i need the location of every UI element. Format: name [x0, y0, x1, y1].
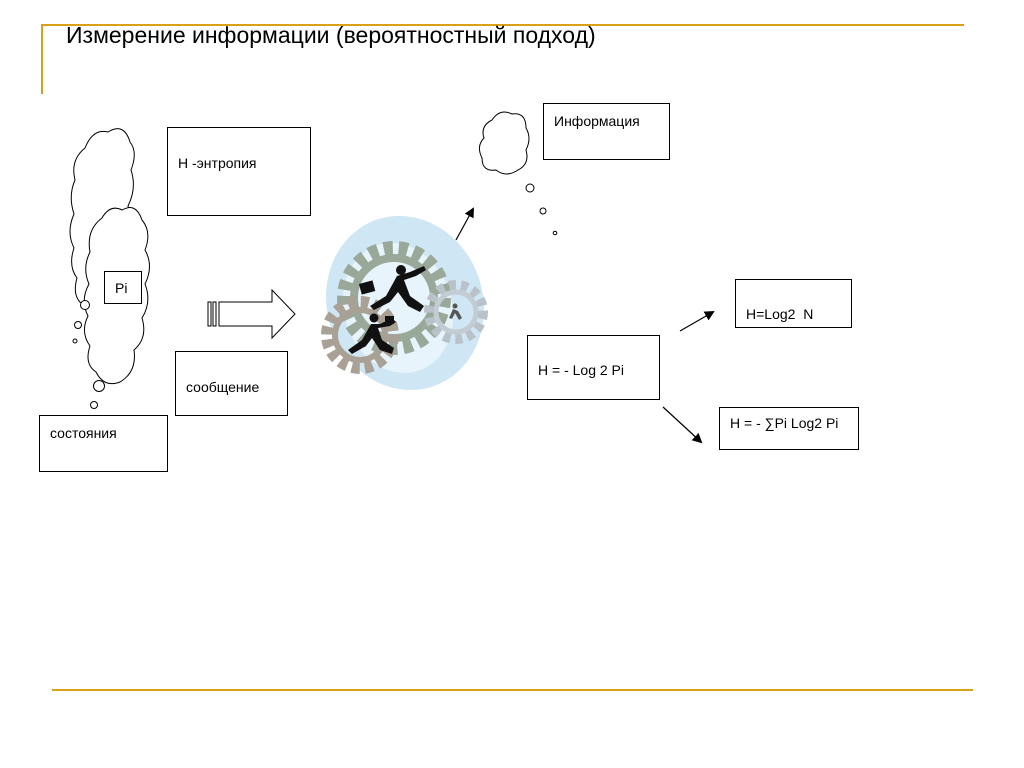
- thought-bubble-icon: [525, 183, 535, 193]
- thought-bubble-icon: [90, 401, 98, 409]
- top-accent-rule: [42, 24, 964, 26]
- arrow-to-cloud: [455, 207, 474, 241]
- thought-bubble-icon: [93, 380, 105, 392]
- thought-bubble-icon: [74, 321, 82, 329]
- arrow-to-hartley: [679, 311, 715, 332]
- left-accent-rule: [41, 24, 43, 94]
- bottom-accent-rule: [52, 689, 973, 691]
- information-label: Информация: [554, 113, 640, 129]
- slide-title: Измерение информации (вероятностный подх…: [66, 22, 596, 48]
- formula-single-label: H = - Log 2 Pi: [538, 362, 624, 378]
- entropy-label: H -энтропия: [178, 155, 257, 171]
- arrow-right-outline-icon: [207, 288, 296, 340]
- formula-shannon-box: H = - ∑Pi Log2 Pi: [719, 407, 859, 450]
- states-box: состояния: [39, 415, 168, 472]
- formula-hartley-label: H=Log2 N: [746, 306, 814, 322]
- information-box: Информация: [543, 103, 670, 160]
- states-label: состояния: [50, 425, 117, 441]
- thought-bubble-icon: [72, 338, 78, 344]
- thought-bubble-icon: [539, 207, 547, 215]
- entropy-box: H -энтропия: [167, 127, 311, 216]
- thought-bubble-icon: [80, 300, 90, 310]
- thought-cloud-icon: [478, 111, 530, 175]
- thought-bubble-icon: [552, 230, 558, 236]
- arrow-to-shannon: [662, 406, 703, 444]
- formula-hartley-box: H=Log2 N: [735, 279, 852, 328]
- formula-shannon-label: H = - ∑Pi Log2 Pi: [730, 415, 839, 431]
- message-box: сообщение: [175, 351, 288, 416]
- message-label: сообщение: [186, 379, 260, 395]
- pi-box: Pi: [104, 271, 142, 304]
- pi-label: Pi: [115, 280, 128, 296]
- gears-businessmen-clipart-icon: [321, 215, 488, 391]
- formula-single-box: H = - Log 2 Pi: [527, 335, 660, 400]
